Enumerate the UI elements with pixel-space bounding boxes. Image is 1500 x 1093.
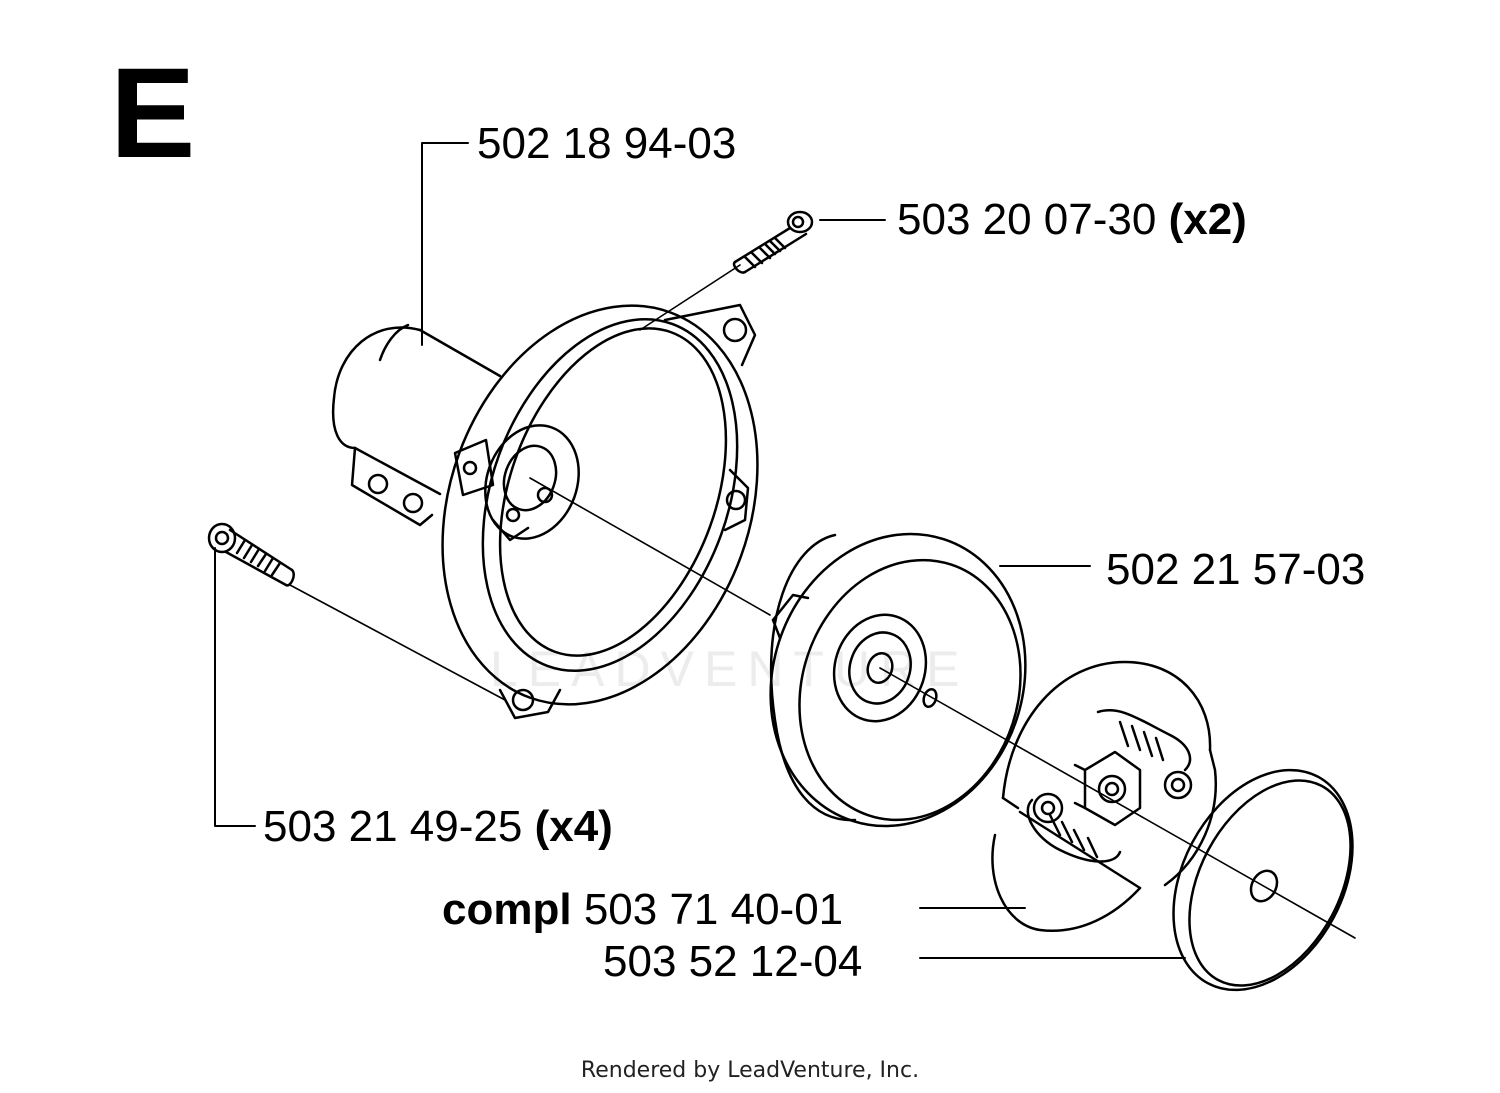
part-label-housing: 502 18 94-03	[477, 122, 736, 166]
section-letter: E	[110, 42, 196, 185]
part-label-screw-left: 503 21 49-25 (x4)	[263, 805, 613, 849]
part-label-clutch: compl 503 71 40-01	[442, 888, 843, 932]
part-number: 503 71 40-01	[583, 885, 844, 934]
clutch-assembly	[991, 660, 1217, 933]
part-label-screw-top: 503 20 07-30 (x2)	[897, 198, 1247, 242]
part-number: 502 21 57-03	[1106, 545, 1366, 594]
part-quantity: (x2)	[1168, 195, 1247, 244]
part-number: 503 52 12-04	[603, 937, 863, 986]
footer-credit: Rendered by LeadVenture, Inc.	[580, 1058, 920, 1083]
part-number: 502 18 94-03	[477, 119, 737, 168]
leader-lines	[214, 142, 1186, 959]
part-number: 503 21 49-25	[263, 802, 523, 851]
part-label-washer: 503 52 12-04	[603, 940, 862, 984]
leader-screw-left	[214, 547, 256, 827]
clutch-drum	[769, 532, 1027, 828]
washer	[1172, 768, 1354, 992]
leader-housing	[421, 142, 469, 346]
screw-top	[732, 210, 814, 274]
part-label-drum: 502 21 57-03	[1106, 548, 1365, 592]
clutch-housing	[331, 303, 759, 720]
part-prefix: compl	[442, 885, 572, 934]
part-number: 503 20 07-30	[897, 195, 1157, 244]
part-quantity: (x4)	[534, 802, 613, 851]
screw-left	[207, 522, 295, 587]
